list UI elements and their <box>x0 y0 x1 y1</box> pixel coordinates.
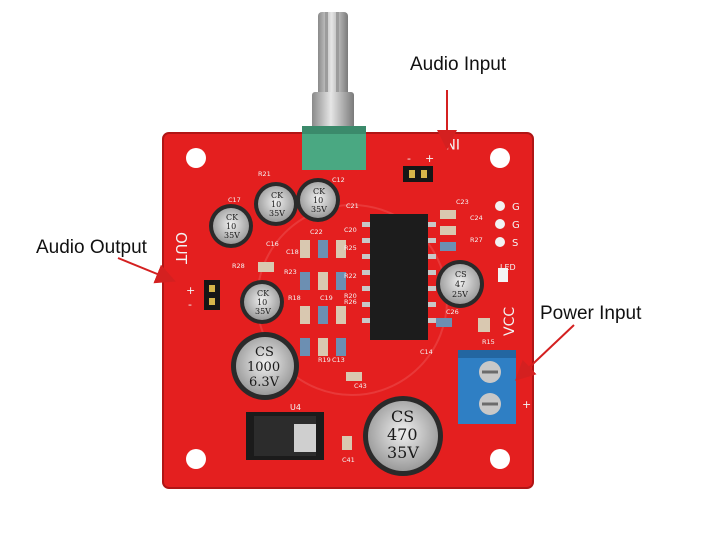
ref-c26: C26 <box>446 308 459 316</box>
cap-10a-l2: 10 <box>226 222 236 231</box>
audio-input-label: Audio Input <box>410 54 507 75</box>
cap-1000-l3: 6.3V <box>249 375 280 390</box>
capacitor-10uf-b <box>254 182 298 226</box>
silk-u4: U4 <box>290 403 301 412</box>
smd-components <box>258 210 508 450</box>
power-terminal-block <box>458 350 516 424</box>
cap-10b-l1: CK <box>271 191 284 200</box>
ref-c43: C43 <box>354 382 367 390</box>
capacitor-10uf-c <box>296 178 340 222</box>
ref-c16: C16 <box>266 240 279 248</box>
ref-c17: C17 <box>228 196 241 204</box>
silk-led: LED <box>500 263 516 272</box>
ref-c18: C18 <box>286 248 299 256</box>
pin-g1: G <box>512 202 520 213</box>
cap-1000-l1: CS <box>255 345 274 360</box>
cap-47-l3: 25V <box>452 290 468 299</box>
ref-r22: R22 <box>344 272 357 280</box>
mounting-hole <box>490 449 510 469</box>
audio-output-arrow <box>117 257 176 284</box>
silk-plus-vcc: + <box>522 398 531 411</box>
audio-output-label: Audio Output <box>36 237 147 258</box>
ref-r27: R27 <box>470 236 483 244</box>
ref-c14: C14 <box>420 348 433 356</box>
ref-r20: R20 <box>344 292 357 300</box>
potentiometer-shaft <box>318 12 348 98</box>
ref-c20: C20 <box>344 226 357 234</box>
silk-vcc: VCC <box>502 307 518 336</box>
ref-c13: C13 <box>332 356 345 364</box>
cap-10a-l3: 35V <box>224 231 240 240</box>
cap-10a-l1: CK <box>226 213 239 222</box>
cap-47-l2: 47 <box>455 280 465 289</box>
capacitor-10uf-a <box>209 204 253 248</box>
audio-output-header <box>204 280 220 310</box>
ref-r15: R15 <box>482 338 495 346</box>
silk-plus-out: + <box>186 284 195 297</box>
ref-c19: C19 <box>320 294 333 302</box>
voltage-regulator-u4 <box>246 412 324 460</box>
ref-r18: R18 <box>288 294 301 302</box>
cap-470-l2: 470 <box>387 425 418 444</box>
ref-c21: C21 <box>346 202 359 210</box>
ref-c12: C12 <box>332 176 345 184</box>
cap-10c-l3: 35V <box>311 205 327 214</box>
ref-c22: C22 <box>310 228 323 236</box>
mounting-hole <box>490 148 510 168</box>
cap-1000-l2: 1000 <box>247 360 280 375</box>
cap-10d-l2: 10 <box>257 298 267 307</box>
capacitor-1000uf <box>231 332 299 400</box>
ref-r21: R21 <box>258 170 271 178</box>
silk-minus-in: - <box>407 152 411 165</box>
ref-c24: C24 <box>470 214 483 222</box>
ref-r23: R23 <box>284 268 297 276</box>
amplifier-ic <box>370 214 428 340</box>
audio-input-header <box>403 166 433 182</box>
mounting-hole <box>186 449 206 469</box>
cap-10c-l1: CK <box>313 187 326 196</box>
ref-c23: C23 <box>456 198 469 206</box>
cap-10c-l2: 10 <box>313 196 323 205</box>
ref-r25: R25 <box>344 244 357 252</box>
pcb-board <box>163 133 533 488</box>
ref-r28: R28 <box>232 262 245 270</box>
silk-plus-in: + <box>425 152 434 165</box>
capacitor-47uf <box>436 260 484 308</box>
silk-out: OUT <box>172 232 190 265</box>
capacitor-10uf-d <box>240 280 284 324</box>
power-input-arrow <box>515 324 575 381</box>
capacitor-470uf <box>363 396 443 476</box>
cap-470-l3: 35V <box>387 443 419 462</box>
ref-r19: R19 <box>318 356 331 364</box>
pin-g2: G <box>512 220 520 231</box>
pin-s: S <box>512 238 518 249</box>
mounting-hole <box>186 148 206 168</box>
silk-minus-out: - <box>188 298 192 311</box>
cap-47-l1: CS <box>455 270 467 279</box>
cap-10b-l2: 10 <box>271 200 281 209</box>
cap-10d-l3: 35V <box>255 307 271 316</box>
power-input-label: Power Input <box>540 303 642 324</box>
ref-c41: C41 <box>342 456 355 464</box>
cap-470-l1: CS <box>391 407 414 426</box>
cap-10b-l3: 35V <box>269 209 285 218</box>
cap-10d-l1: CK <box>257 289 270 298</box>
ref-r26: R26 <box>344 298 357 306</box>
